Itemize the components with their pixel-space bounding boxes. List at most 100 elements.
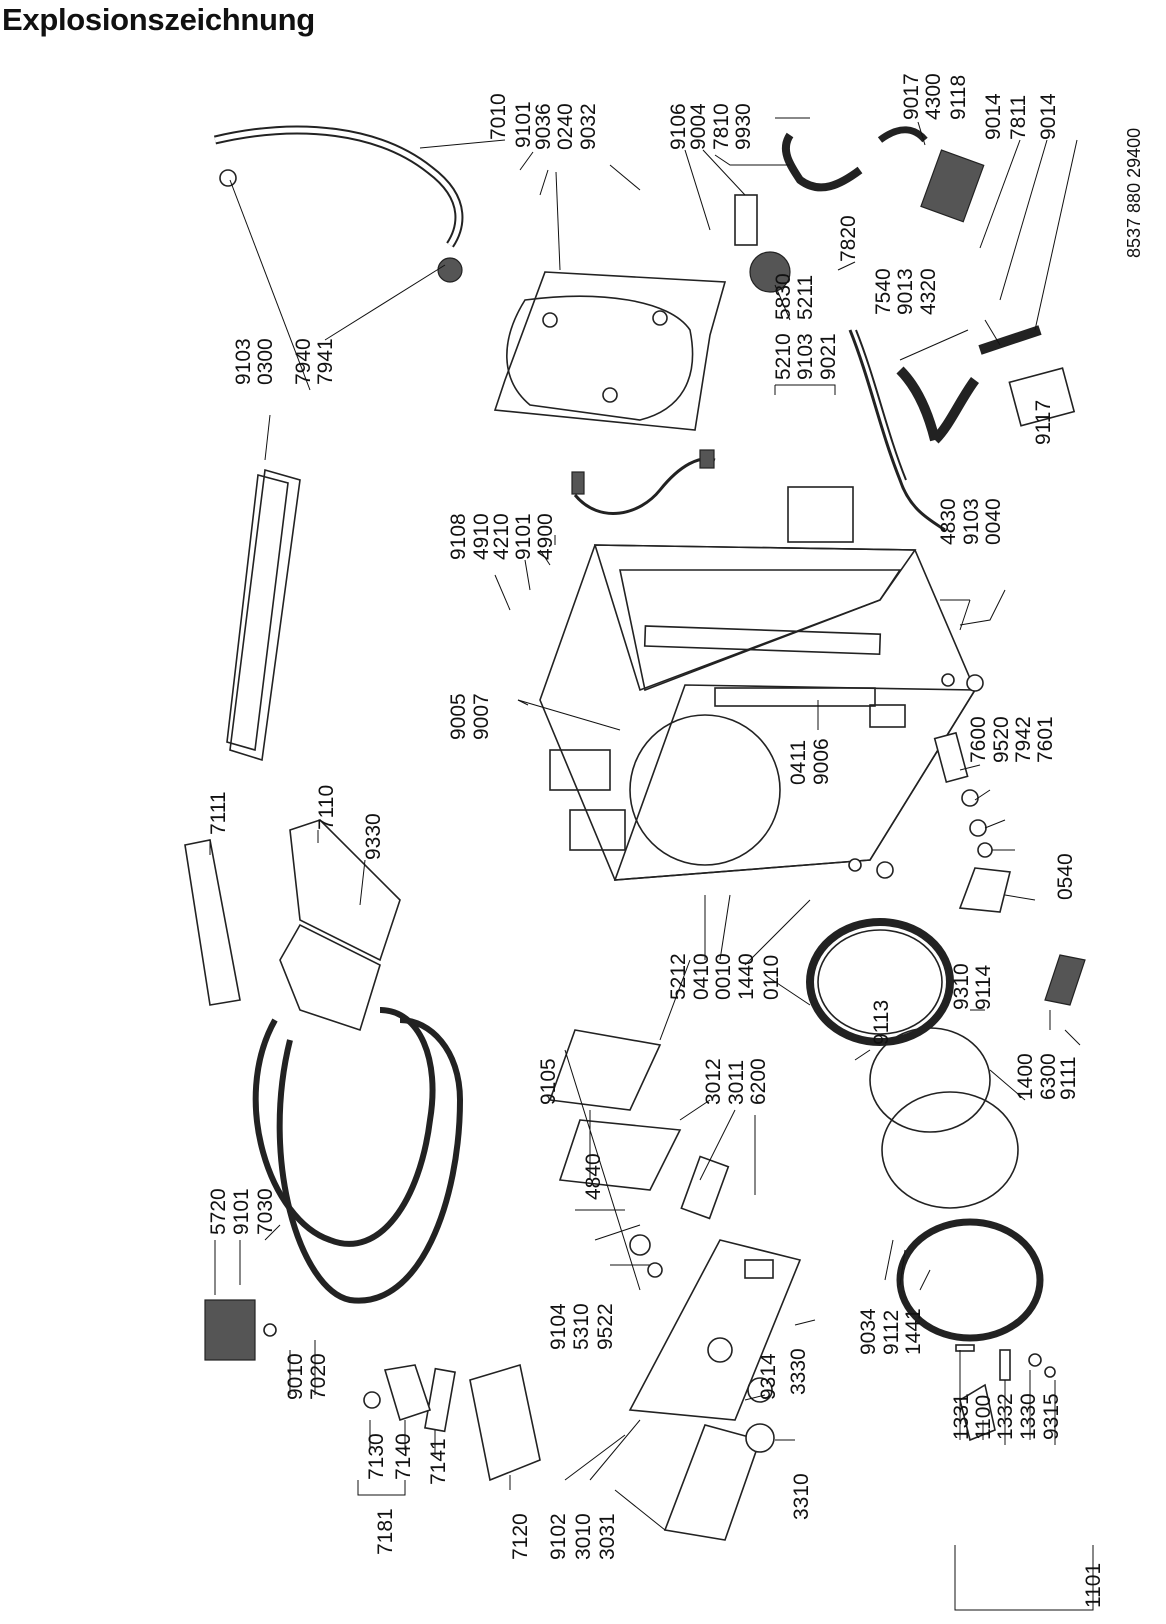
hose-washer	[219, 169, 237, 187]
part-number-label: 9103	[232, 338, 255, 385]
part-number-label: 7130	[365, 1433, 388, 1480]
part-number-label: 9113	[870, 1000, 893, 1045]
part-number-label: 7940	[292, 338, 315, 385]
part-number-label: 1331	[950, 1393, 973, 1440]
cabinet-side	[539, 544, 976, 881]
control-panel	[628, 1239, 802, 1421]
part-number-label: 7540	[872, 268, 895, 315]
part-number-label: 7601	[1034, 716, 1057, 763]
part-number-label: 9103	[960, 498, 983, 545]
page-title: Explosionszeichnung	[2, 2, 315, 37]
selector-knob	[745, 1423, 775, 1453]
part-number-label: 6300	[1037, 1053, 1060, 1100]
part-number-label: 1440	[735, 953, 758, 1000]
part-number-label: 4900	[534, 513, 557, 560]
part-number-label: 0240	[554, 103, 577, 150]
part-number-label: 9310	[950, 963, 973, 1010]
pressure-switch	[749, 251, 791, 293]
part-number-label: 4910	[470, 513, 493, 560]
part-number-label: 9522	[594, 1303, 617, 1350]
panel-cover	[663, 1424, 762, 1541]
inlet-valve	[204, 1299, 256, 1361]
part-number-label: 3011	[725, 1060, 748, 1105]
part-number-label: 7941	[314, 338, 337, 385]
drain-pump	[920, 149, 985, 223]
part-number-label: 5211	[794, 275, 817, 320]
mains-cable	[573, 457, 716, 515]
part-number-label: 7600	[967, 716, 990, 763]
part-number-label: 0411	[787, 740, 810, 785]
part-number-label: 9112	[880, 1310, 903, 1355]
part-number-label: 9117	[1032, 400, 1055, 445]
part-number-label: 1330	[1017, 1393, 1040, 1440]
door-ring	[896, 1218, 1044, 1342]
part-number-label: 9118	[947, 75, 970, 120]
door-glass	[869, 1027, 991, 1133]
part-number-label: 3012	[702, 1058, 725, 1105]
door-seal	[806, 918, 954, 1046]
part-number-label: 9004	[687, 103, 710, 150]
part-number-label: 4210	[490, 513, 513, 560]
handle-pin	[955, 1344, 975, 1352]
program-selector	[629, 1234, 651, 1256]
part-number-label: 9104	[547, 1303, 570, 1350]
part-number-label: 9101	[230, 1188, 253, 1235]
part-number-label: 4320	[917, 268, 940, 315]
part-number-label: 0410	[690, 953, 713, 1000]
bracket	[734, 194, 758, 246]
part-number-label: 9034	[857, 1308, 880, 1355]
foot	[848, 858, 862, 872]
part-number-label: 9007	[470, 693, 493, 740]
hose-filter	[437, 257, 463, 283]
filter-housing	[1008, 367, 1076, 427]
control-cutout	[714, 687, 876, 707]
part-number-label: 9006	[810, 738, 833, 785]
document-number: 8537 880 29400	[1124, 128, 1144, 258]
part-number-label: 9114	[972, 965, 995, 1010]
sump-hose	[896, 366, 940, 442]
part-number-label: 9032	[577, 103, 600, 150]
part-number-label: 7811	[1007, 95, 1030, 140]
part-number-label: 7810	[710, 103, 733, 150]
part-number-label: 9520	[990, 716, 1013, 763]
part-number-label: 9101	[512, 101, 535, 148]
part-number-label: 9036	[532, 103, 555, 150]
part-number-label: 9330	[362, 813, 385, 860]
part-number-label: 4840	[582, 1153, 605, 1200]
siphon	[363, 1391, 381, 1409]
suppressor	[787, 486, 854, 543]
part-number-label: 1441	[902, 1308, 925, 1355]
part-number-label: 7942	[1012, 716, 1035, 763]
part-number-label: 7820	[837, 215, 860, 262]
part-number-label: 1101	[1082, 1563, 1105, 1608]
part-number-label: 9021	[817, 333, 840, 380]
control-board	[548, 1029, 662, 1111]
door-opening	[629, 714, 781, 866]
foot	[966, 674, 984, 692]
part-number-label: 9108	[447, 513, 470, 560]
part-number-label: 0300	[254, 338, 277, 385]
part-number-label: 9930	[732, 103, 755, 150]
part-number-label: 4300	[922, 73, 945, 120]
part-number-label: 9014	[982, 93, 1005, 140]
siphon-cap	[383, 1364, 432, 1422]
part-number-label: 1400	[1014, 1053, 1037, 1100]
part-number-label: 4830	[937, 498, 960, 545]
leader-lines	[209, 117, 1094, 1611]
foot	[941, 673, 955, 687]
part-number-label: 5830	[772, 273, 795, 320]
door-hinge	[1044, 954, 1086, 1006]
part-number-label: 5212	[667, 953, 690, 1000]
part-number-label: 6200	[747, 1058, 770, 1105]
display-board	[558, 1119, 682, 1191]
part-number-label: 7120	[509, 1513, 532, 1560]
part-number-label: 5720	[207, 1188, 230, 1235]
filter-cap	[933, 731, 969, 784]
part-number-label: 5210	[772, 333, 795, 380]
rear-panel	[493, 271, 727, 431]
part-number-label: 7181	[374, 1508, 397, 1555]
top-cover	[229, 468, 301, 762]
dispenser-hose	[252, 1007, 436, 1247]
